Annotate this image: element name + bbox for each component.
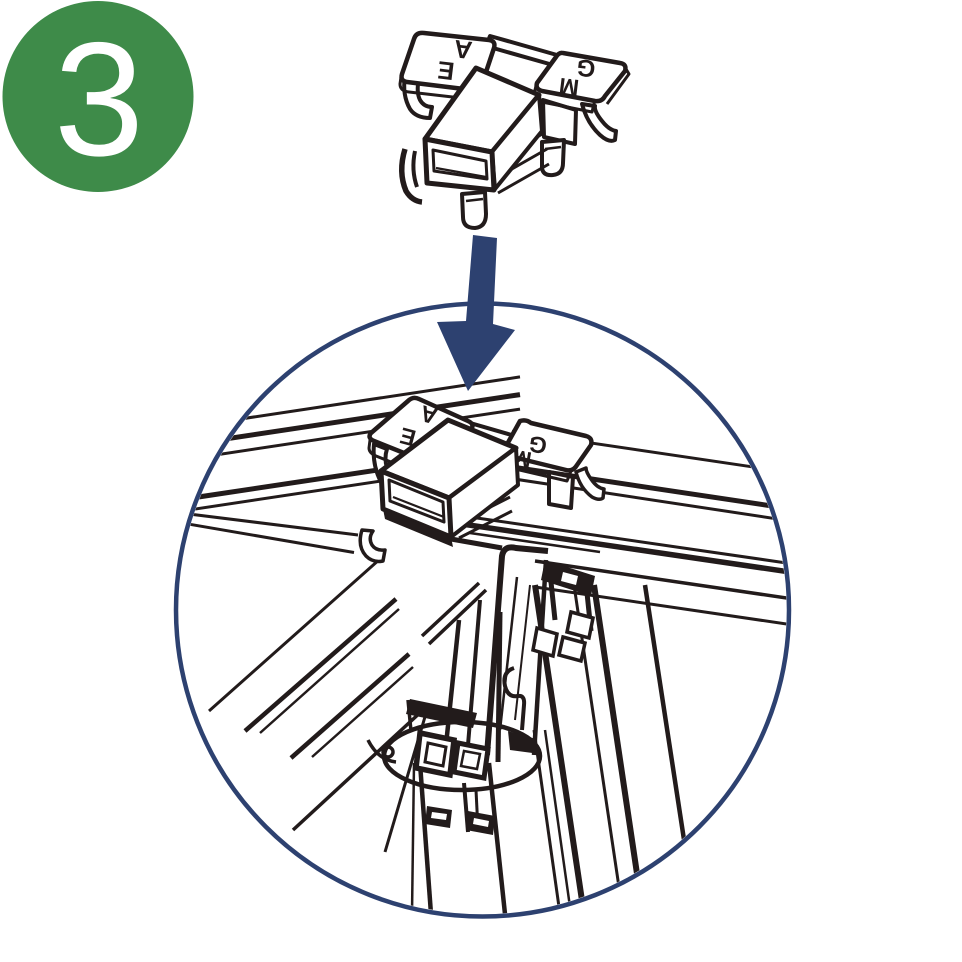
svg-text:E: E — [436, 55, 456, 85]
svg-text:3: 3 — [54, 9, 144, 190]
svg-text:A: A — [452, 34, 473, 64]
svg-text:G: G — [575, 53, 597, 82]
svg-text:M: M — [557, 72, 580, 101]
svg-text:G: G — [527, 431, 549, 460]
svg-text:A: A — [417, 400, 440, 429]
